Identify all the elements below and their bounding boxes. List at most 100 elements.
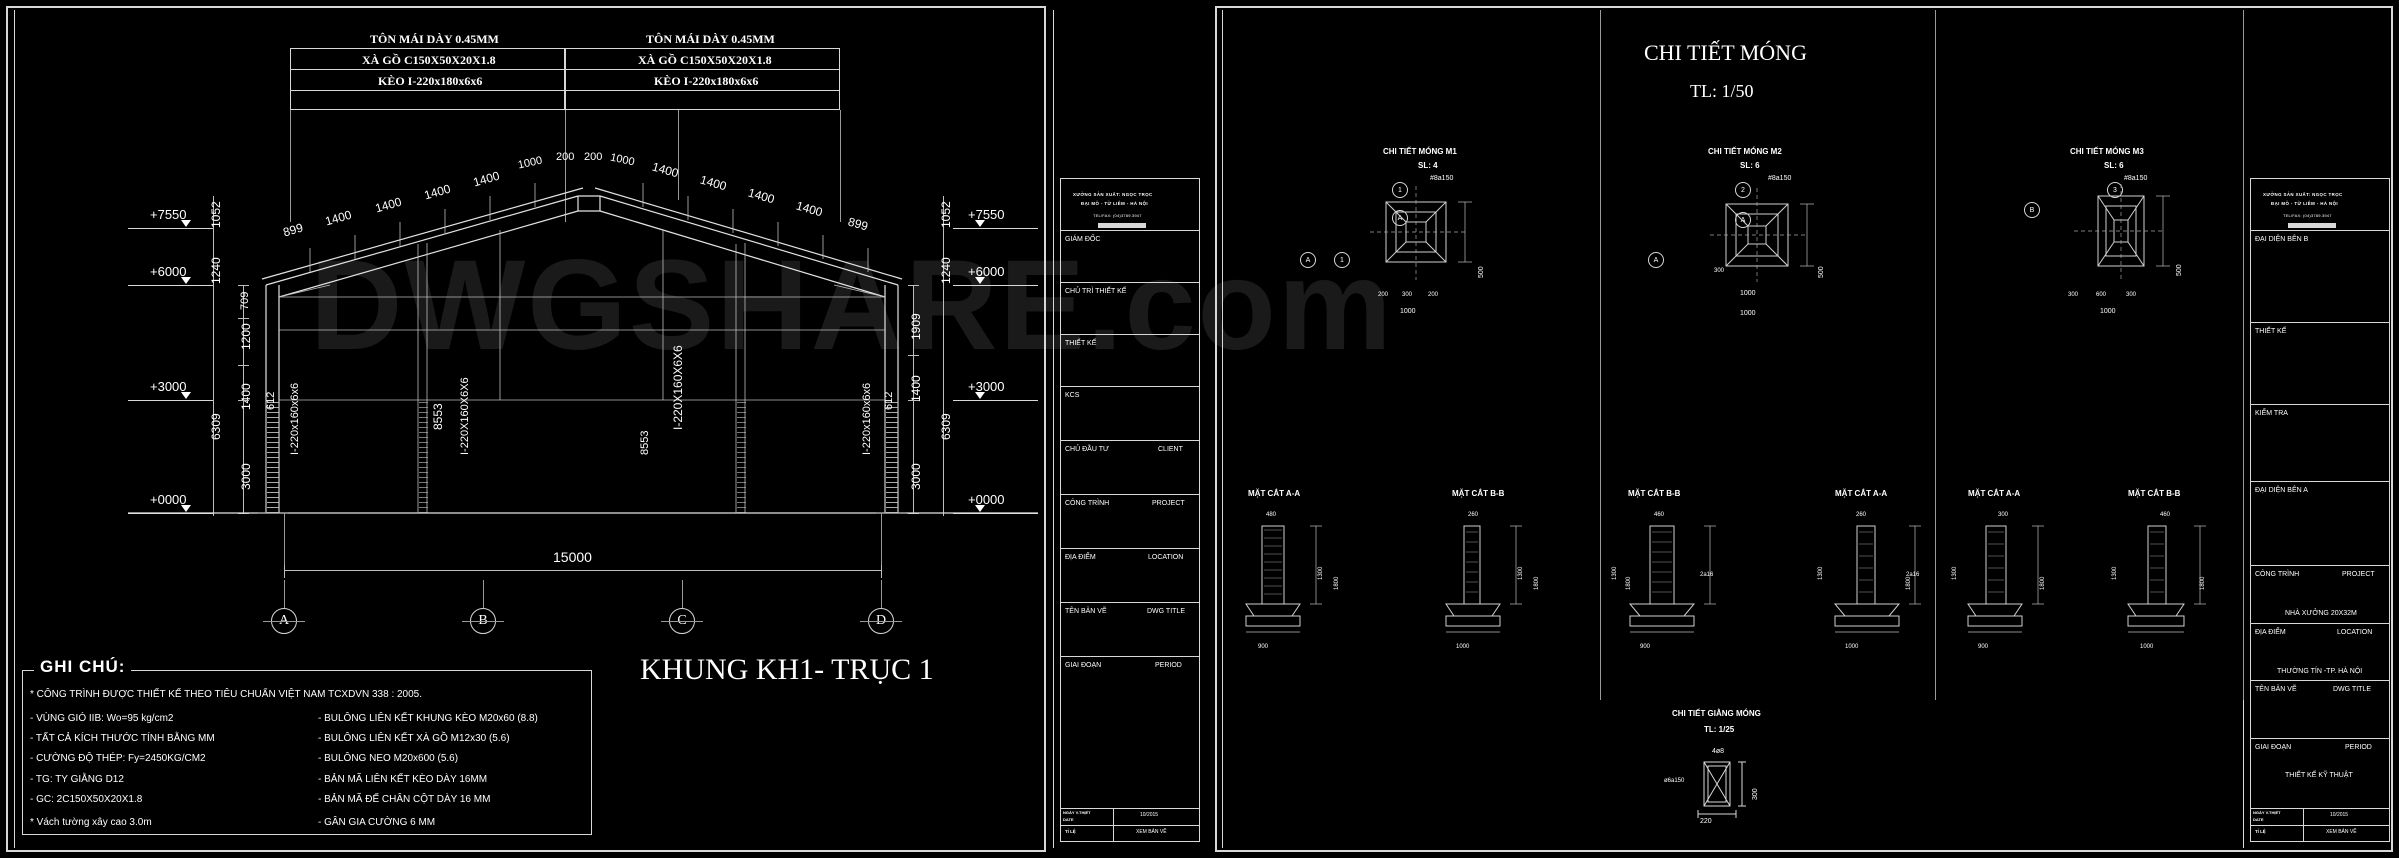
detail-m3-bubble-B-label: B [2029,206,2035,214]
roof-spec-table-right-r2 [565,90,840,91]
tbl-left-row-6-vi: ĐỊA ĐIỂM [1065,554,1096,561]
detail-m1-plan [1370,186,1472,280]
beam-detail-scale: TL: 1/25 [1704,725,1735,734]
section-3-topdim: 460 [1654,512,1665,518]
section-2-topdim: 260 [1468,512,1479,518]
section-4-topdim: 260 [1856,512,1867,518]
notes-right-4: - BẢN MÃ ĐẾ CHÂN CỘT DÀY 16 MM [318,794,491,805]
tbr-sep-8 [2250,808,2390,809]
member-tag-mid-right: 8553 [639,430,651,455]
section-4-sidedim-1300: 1300 [1818,566,1824,580]
notes-box [22,670,592,835]
roof-spec-leader-left [290,110,291,222]
section-1-topdim: 480 [1266,512,1277,518]
span-dim-line [284,570,882,571]
section-3-sidedim-1800: 1800 [1626,576,1632,590]
vdim-tick-l1 [238,285,249,286]
detail-m2-bubble-2-label: 2 [1741,186,1745,194]
wall-hatch-left [267,400,279,513]
level-arrow-3000-left [181,392,191,399]
detail-m1-dim-300a: 300 [1402,292,1413,298]
sheet-border-right-1 [1044,6,1046,852]
tbl-left-sep-9 [1060,808,1200,809]
grid-leader-A [284,580,285,608]
level-line-3000-right [953,400,1038,401]
tbl-left-footer-div [1113,808,1114,842]
notes-left-1: - VÙNG GIÓ IIB: Wo=95 kg/cm2 [30,713,174,724]
sheet-border-left [6,6,8,852]
tbr-row-5-en: LOCATION [2337,629,2373,636]
titleblock-left [1060,178,1200,842]
tbr-row-6-vi: TÊN BẢN VẼ [2255,686,2297,693]
tbl-left-footer-0-vi: NGÀY V.THỊẾT [1063,810,1091,815]
detail-m3-rebar-label: #8a150 [2124,175,2148,182]
tbl-left-sep-6 [1060,548,1200,549]
titleblock-left-company-2: ĐẠI MỖ - TỪ LIÊM - HÀ NỘI [1081,201,1149,206]
sheet-border-bottom-1 [6,850,1046,852]
detail-m1-bubble-side-1-label: A [1305,256,1311,264]
tbr-row-7-vi: GIAI ĐOẠN [2255,744,2292,751]
member-tag-8553-left: 8553 [431,403,445,430]
span-dim-tick-r [881,562,882,578]
detail-m3-dim-500: 500 [2176,264,2183,276]
section-5-geometry [1967,525,2044,633]
level-line-7550-right [953,228,1038,229]
titleblock-right-company-1: XƯỞNG SẢN XUẤT: NGỌC TRỌC [2263,192,2343,197]
tbl-left-row-6-en: LOCATION [1148,554,1184,561]
tbr-sep-1 [2250,322,2390,323]
titleblock-right-logo-bar [2288,223,2336,228]
section-3-rebar: 2a16 [1700,572,1714,578]
detail-m1-bubble-side-1: A [1300,252,1316,268]
section-3-label: MẶT CẮT B-B [1628,489,1681,498]
tbr-row-0-vi: ĐẠI DIỆN BÊN B [2255,236,2309,243]
detail-m3-bubble-3-label: 3 [2113,186,2117,194]
member-tag-right-section: I-220x160x6x6 [861,382,873,455]
notes-right-2: - BULÔNG NEO M20x600 (5.6) [318,753,459,764]
detail-m2-dim-1000a: 1000 [1740,290,1756,297]
ridge-dim-200-r: 200 [584,151,603,163]
section-5-label: MẶT CẮT A-A [1968,489,2021,498]
level-label-6000-right: +6000 [968,264,1005,279]
tbr-row-1-vi: THIẾT KẾ [2255,328,2287,335]
tbr-footer-1-val: XEM BẢN VẼ [2326,829,2357,835]
detail-m1-dim-1000: 1000 [1400,308,1416,315]
tbr-sep-9 [2250,825,2390,826]
vdim-chain-right-2 [913,285,914,513]
detail-m3-dim-1000: 1000 [2100,308,2116,315]
detail-m2-dim-300: 300 [1714,268,1725,274]
tbr-footer-0-val: 10/2015 [2330,812,2349,818]
roof-spec-table-right [565,48,840,110]
vdim-tick-r1 [908,285,919,286]
level-label-7550-left: +7550 [150,207,187,222]
detail-m3-bubble-B: B [2024,202,2040,218]
level-label-0000-right: +0000 [968,492,1005,507]
tbr-row-3-vi: ĐẠI DIỆN BÊN A [2255,487,2308,494]
tbr-row-2-vi: KIỂM TRA [2255,410,2288,417]
vdim-chain-left-1 [213,196,214,516]
member-tag-left-section: I-220x160x6x6 [289,382,301,455]
section-2-label: MẶT CẮT B-B [1452,489,1505,498]
tbl-left-row-5-en: PROJECT [1152,500,1185,507]
frame-title: KHUNG KH1- TRỤC 1 [640,653,934,686]
detail-divider-3 [2243,10,2244,700]
tbr-sep-5 [2250,623,2390,624]
section-5-sidedim-1300: 1300 [1952,566,1958,580]
grid-bubble-B-label: B [478,614,487,628]
roof-spec-leader-center [678,110,679,200]
notes-left-4: - TG: TY GIẰNG D12 [30,774,124,785]
section-5-topdim: 300 [1998,512,2009,518]
tbl-left-row-7-en: DWG TITLE [1147,608,1185,615]
detail-m2-plan [1710,188,1814,282]
member-tag-left-612: 612 [265,391,277,410]
section-5-sidedim-1800: 1800 [2040,576,2046,590]
tbl-left-footer-1-vi: TỈ LỆ [1065,829,1076,834]
detail-m2-bubble-side: A [1648,252,1664,268]
notes-left-6: * Vách tường xây cao 3.0m [30,817,152,828]
tbl-left-sep-7 [1060,602,1200,603]
titleblock-left-company-1: XƯỞNG SẢN XUẤT: NGỌC TRỌC [1073,192,1153,197]
member-tag-right-612: 612 [883,391,895,410]
detail-m1-label: CHI TIẾT MÓNG M1 [1383,147,1457,156]
tbr-row-4-vi: CÔNG TRÌNH [2255,571,2300,578]
notes-heading: GHI CHÚ: [34,658,132,675]
roof-spec-table-left-r2 [290,90,565,91]
